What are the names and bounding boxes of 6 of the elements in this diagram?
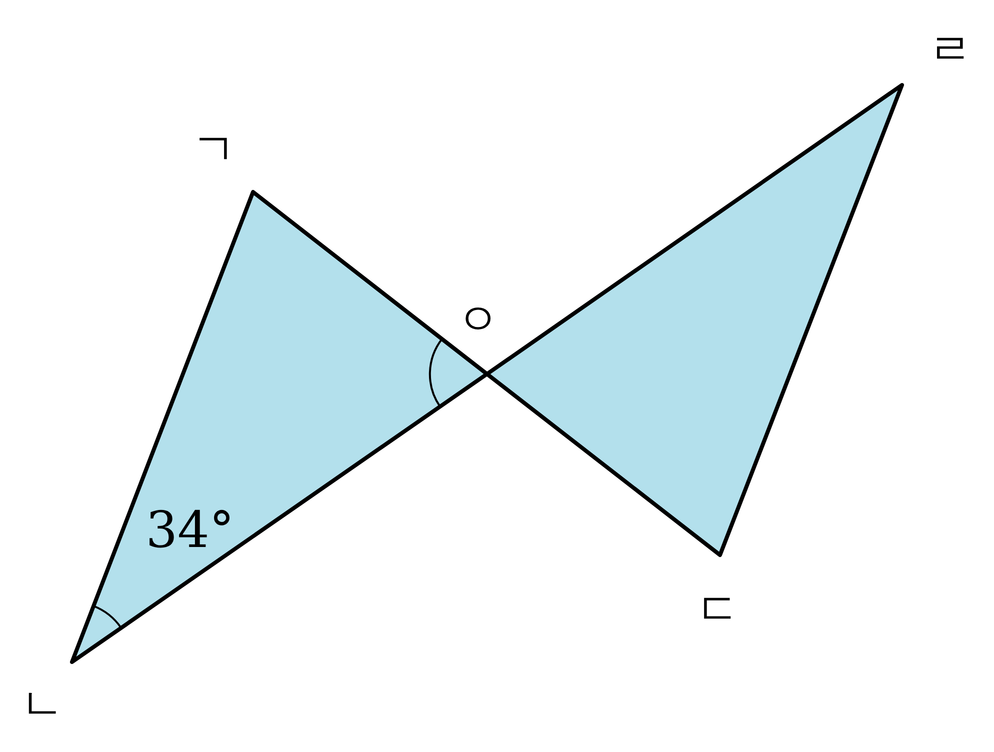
vertex-label: ㄱ (192, 128, 236, 172)
vertex-label: ㄷ (696, 588, 740, 632)
vertex-label: ㅇ (456, 298, 500, 342)
vertex-label: ㄴ (20, 683, 64, 727)
vertex-label: ㄹ (928, 28, 972, 72)
angle-label: 34° (146, 505, 234, 555)
